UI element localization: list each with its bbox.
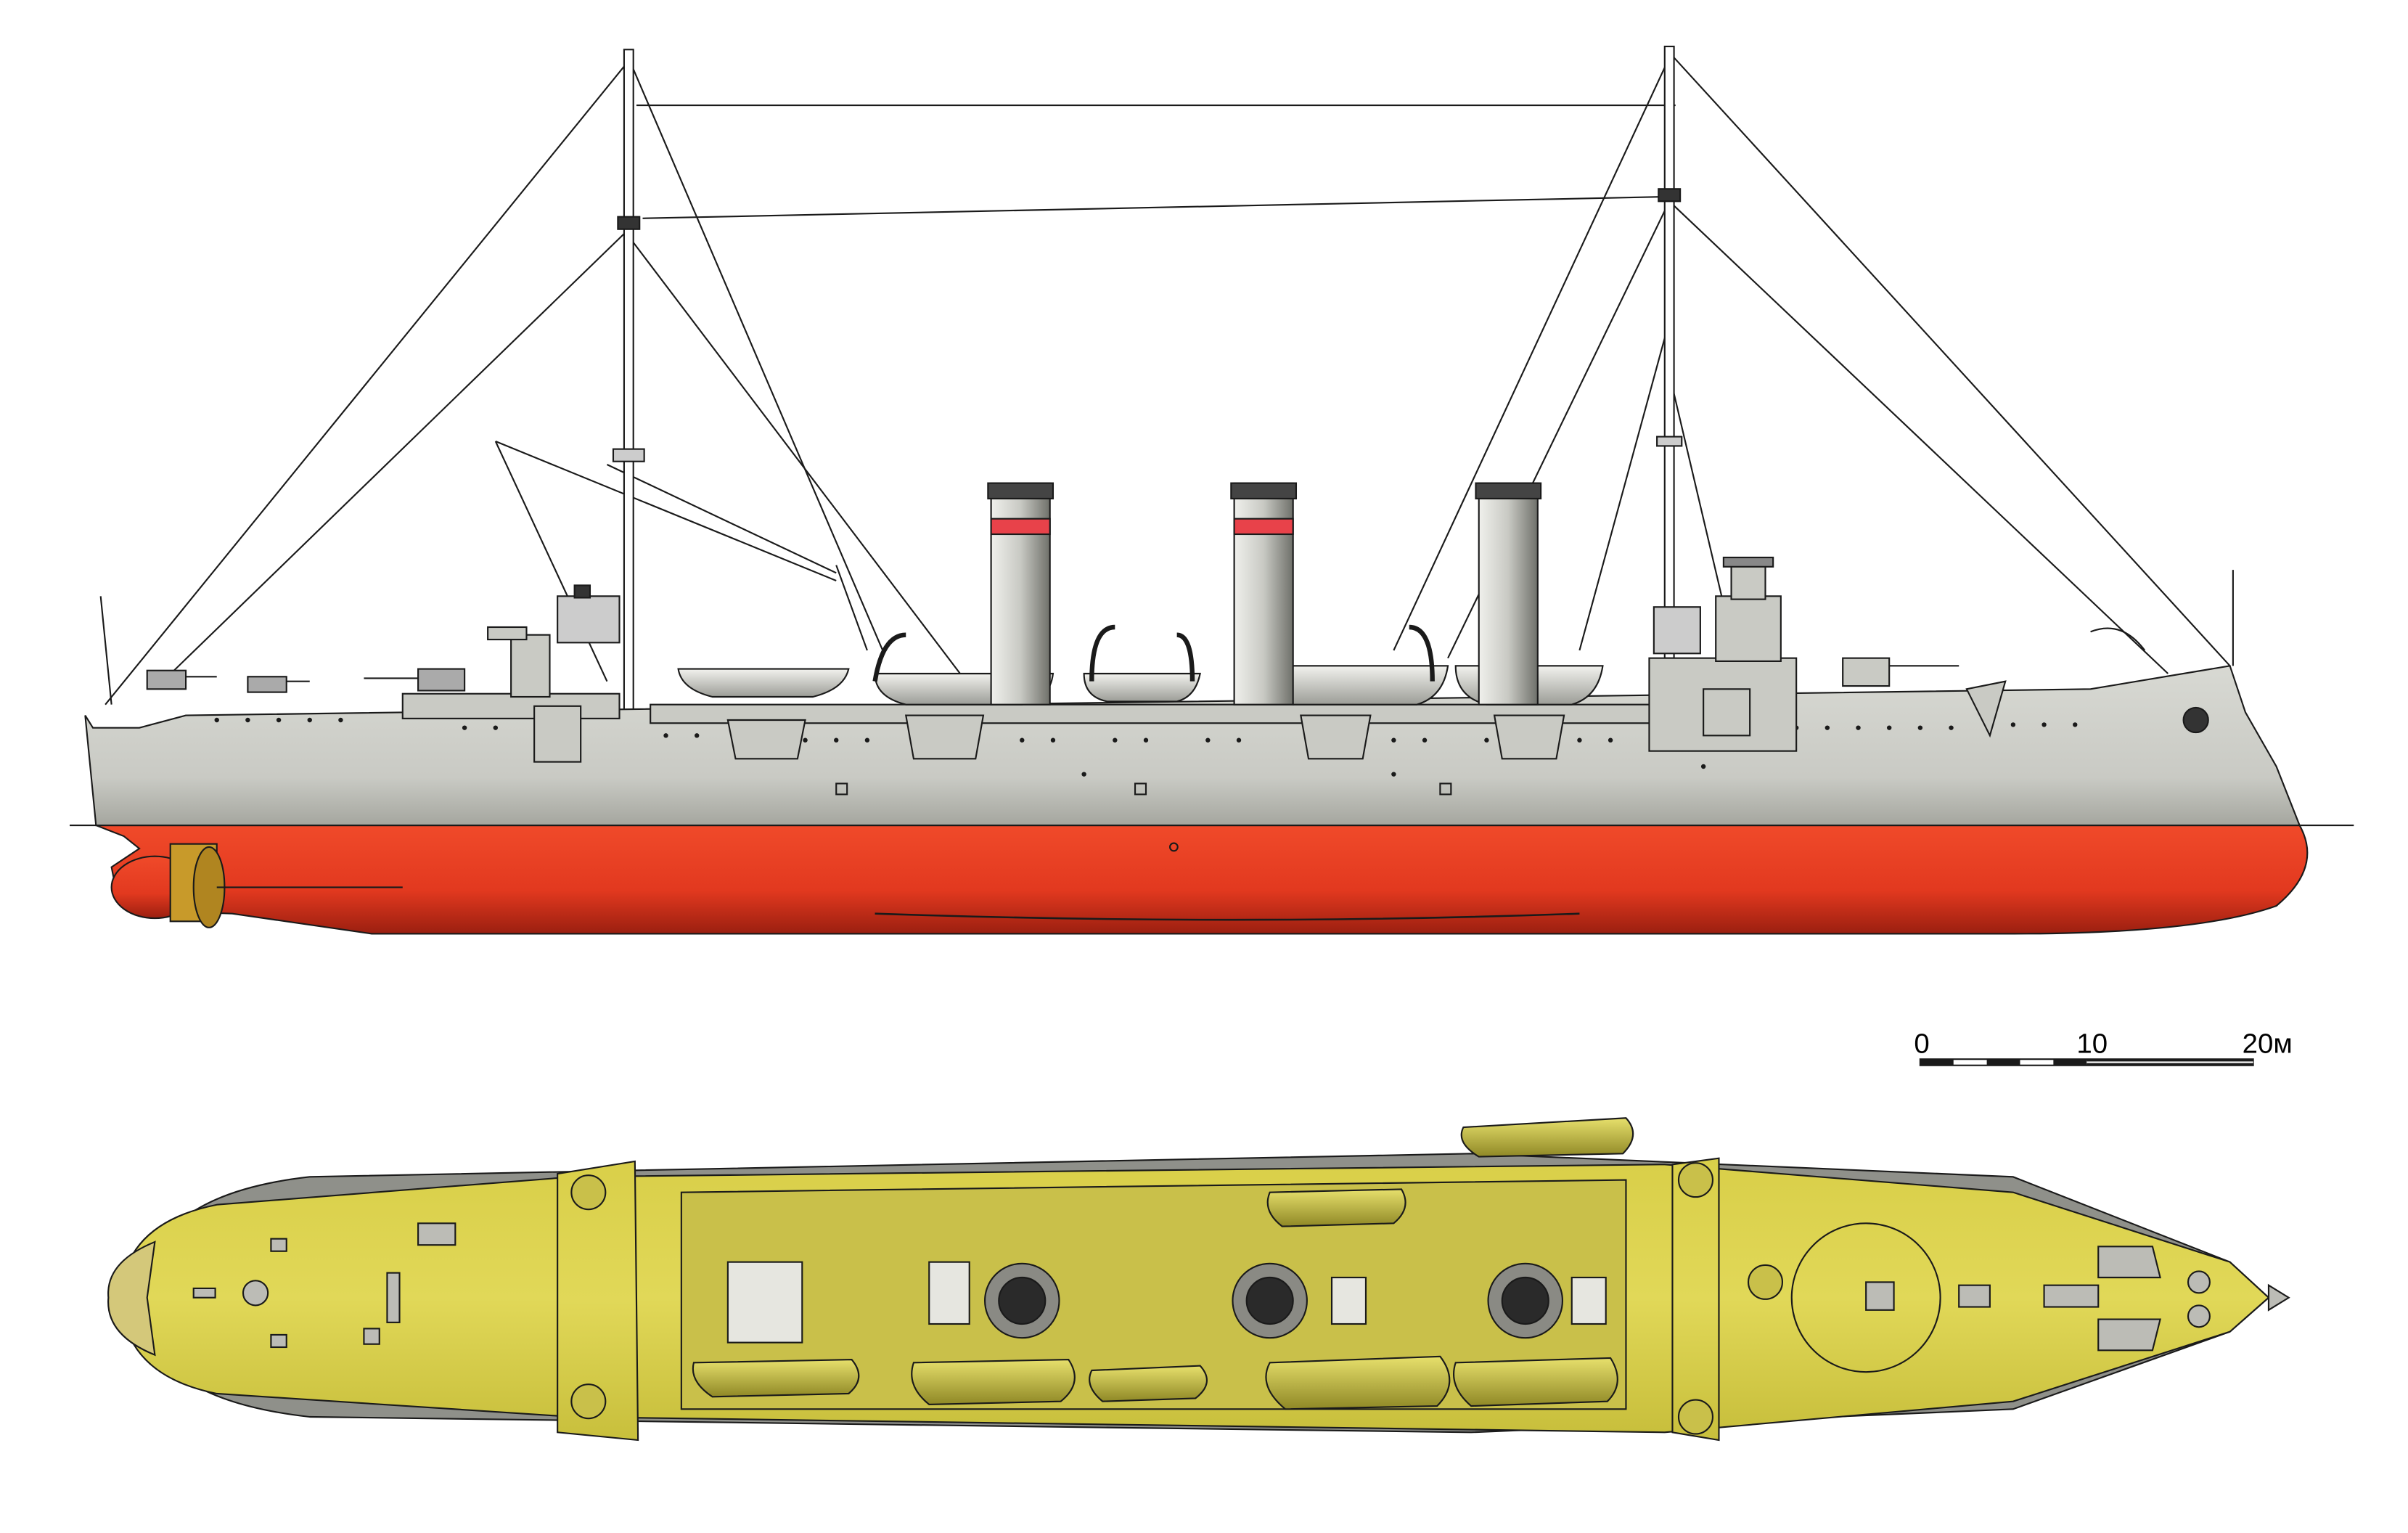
scale-label-20m: 20м xyxy=(2243,1029,2293,1060)
midship-superstructure xyxy=(680,1179,1627,1410)
bow-fittings xyxy=(99,570,2234,734)
foremast xyxy=(557,49,645,716)
deck-boats xyxy=(692,1117,1634,1410)
portholes xyxy=(214,717,2078,777)
hull-underwater xyxy=(95,825,2309,935)
mainmast xyxy=(1653,45,1701,659)
side-sponsons xyxy=(726,714,1565,760)
scale-label-0: 0 xyxy=(1914,1029,1929,1060)
deck-plan-view xyxy=(107,1117,2290,1442)
forward-superstructure xyxy=(1648,556,2007,752)
skylights xyxy=(726,1261,1607,1344)
bilge-keel xyxy=(875,912,1580,921)
aft-guns xyxy=(146,668,466,693)
hull-hatches xyxy=(835,782,1452,852)
funnel-tops xyxy=(984,1262,1564,1339)
scale-bar: 0 10 20м xyxy=(1914,1029,2293,1066)
aft-superstructure xyxy=(401,626,621,763)
stern-walk xyxy=(107,1240,156,1357)
funnels xyxy=(987,482,1542,706)
forward-platform xyxy=(1671,1157,1941,1442)
deck-fittings xyxy=(192,1222,2100,1349)
bow-ram xyxy=(2267,1283,2290,1312)
aft-platform xyxy=(557,1160,639,1442)
propeller-rudder xyxy=(110,843,403,928)
bow-anchors xyxy=(2097,1246,2211,1352)
rigging xyxy=(105,53,2231,706)
side-profile-view xyxy=(70,45,2354,935)
scale-label-10: 10 xyxy=(2076,1029,2108,1060)
